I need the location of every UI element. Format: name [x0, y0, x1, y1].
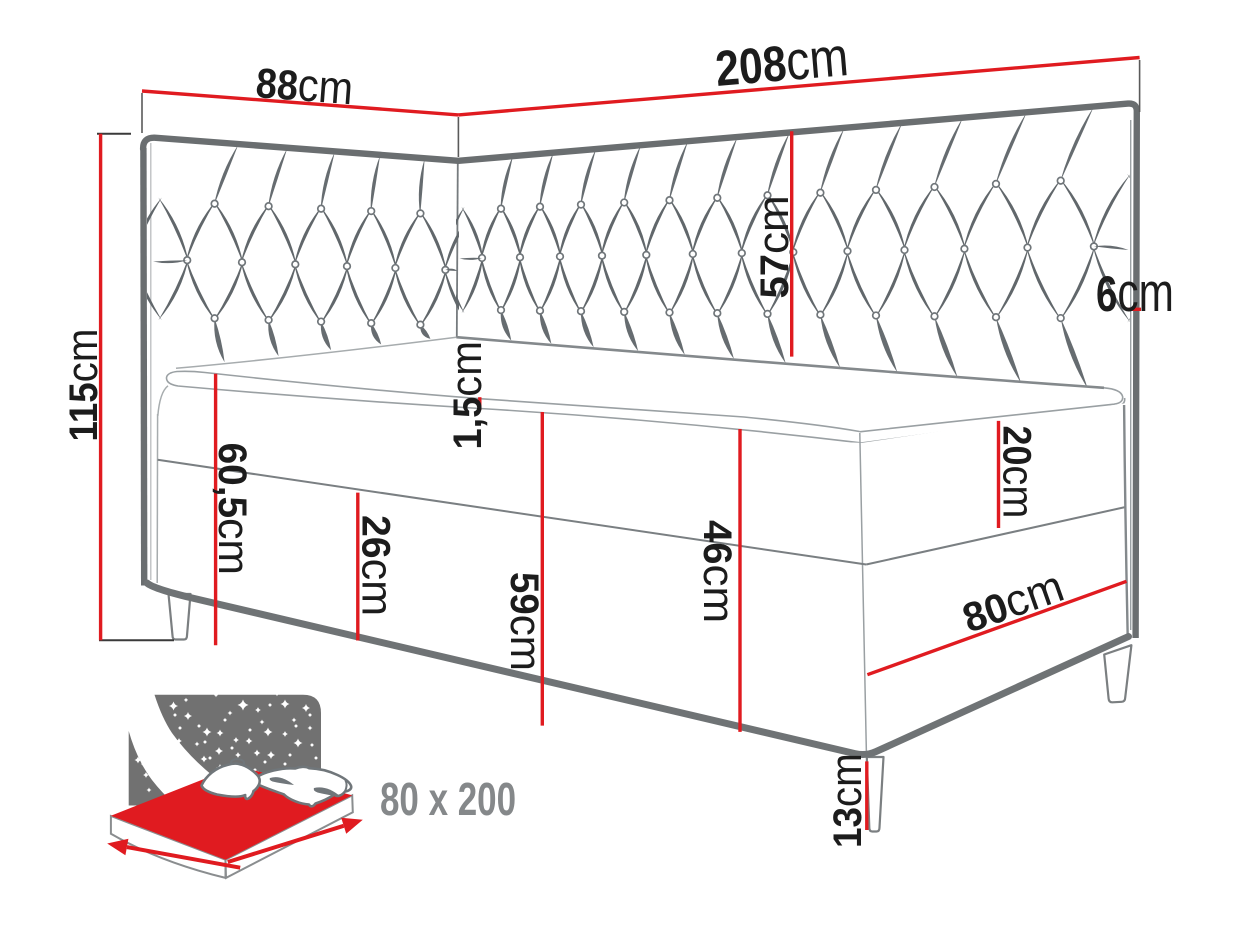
svg-text:26cm: 26cm — [352, 515, 400, 616]
svg-text:46cm: 46cm — [694, 520, 743, 623]
svg-text:1,5cm: 1,5cm — [442, 341, 491, 450]
svg-text:80cm: 80cm — [956, 561, 1070, 642]
svg-text:60,5cm: 60,5cm — [209, 443, 258, 575]
svg-text:6cm: 6cm — [1096, 263, 1174, 324]
svg-text:57cm: 57cm — [749, 195, 798, 298]
svg-text:20cm: 20cm — [994, 426, 1043, 519]
svg-text:88cm: 88cm — [254, 56, 355, 115]
svg-text:59cm: 59cm — [501, 572, 550, 671]
svg-text:13cm: 13cm — [821, 753, 870, 848]
svg-text:80 x 200: 80 x 200 — [380, 773, 516, 825]
svg-text:208cm: 208cm — [713, 25, 851, 97]
svg-text:115cm: 115cm — [57, 329, 106, 442]
